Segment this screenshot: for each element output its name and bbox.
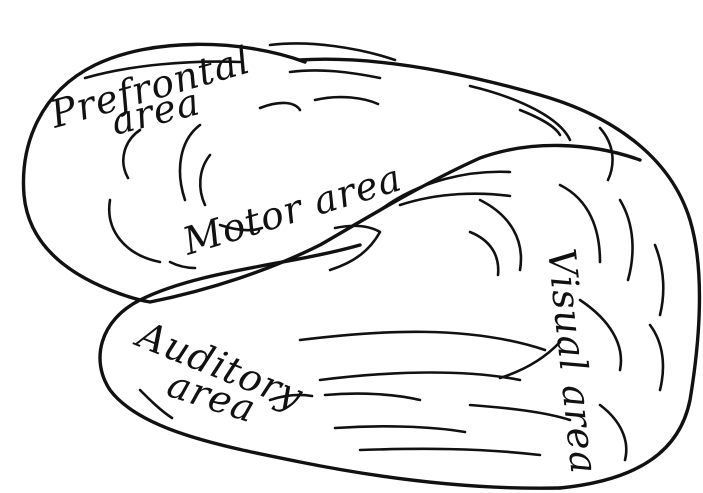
sulcus — [290, 70, 380, 78]
sulcus — [260, 103, 300, 110]
sulcus — [200, 155, 210, 205]
sulcus — [315, 97, 378, 104]
sulcus — [655, 245, 663, 315]
top-outline — [300, 59, 699, 488]
visual-area-label: Visual area — [539, 246, 606, 476]
sulcus — [620, 200, 633, 280]
sulcus — [335, 426, 465, 432]
sulcus — [325, 394, 420, 400]
sulcus — [470, 86, 570, 140]
sulcus — [470, 232, 498, 275]
sulcus — [480, 200, 521, 270]
sulcus — [650, 325, 663, 390]
motor-area-label: Motor area — [177, 155, 407, 263]
sulcus — [360, 449, 540, 455]
sulcus — [470, 405, 570, 420]
sulcus — [320, 373, 520, 381]
sulcus — [109, 200, 160, 262]
sulcus — [300, 332, 545, 350]
sulcus — [180, 125, 200, 200]
sulcus — [600, 128, 613, 180]
sulcus — [400, 194, 510, 205]
